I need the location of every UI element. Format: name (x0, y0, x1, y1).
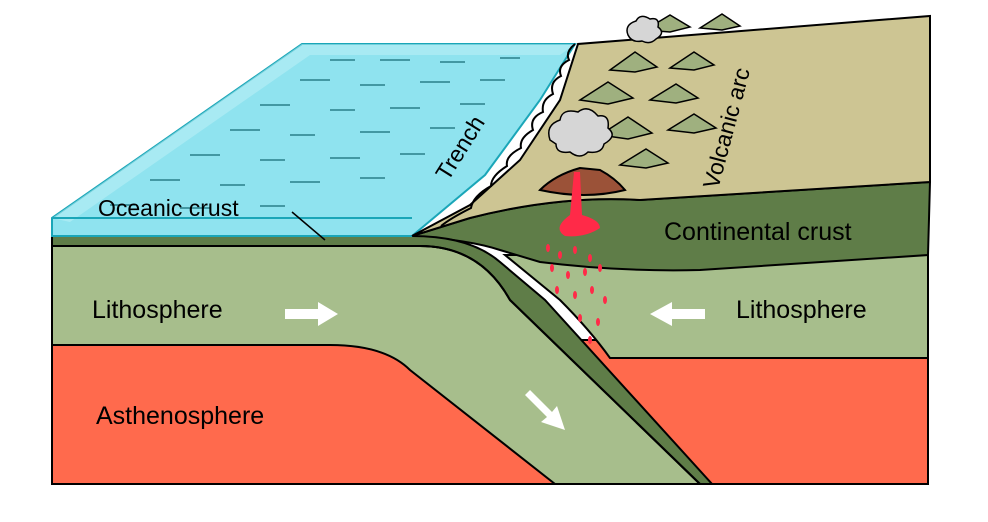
magma-conduit (559, 172, 600, 237)
mountain-ridges (577, 13, 742, 169)
magma-droplets (546, 244, 607, 344)
lithosphere-left-label: Lithosphere (92, 296, 223, 324)
ocean-waves (110, 57, 520, 209)
lithosphere-right-arrow (650, 302, 705, 326)
small-smoke-cloud (626, 15, 663, 44)
slab-boundary-line (419, 245, 701, 485)
continental-lithosphere (502, 254, 929, 359)
ocean-front-edge (52, 217, 412, 237)
lithosphere-right-label: Lithosphere (736, 296, 867, 324)
trench-edge (440, 43, 576, 227)
subduction-arrow (525, 390, 565, 430)
oceanic-crust-label: Oceanic crust (98, 195, 239, 221)
eruption-smoke-cloud (548, 108, 613, 157)
continental-land-surface (411, 14, 931, 237)
continental-crust-label: Continental crust (664, 218, 852, 246)
asthenosphere-label: Asthenosphere (96, 402, 264, 430)
lithosphere-left-arrow (285, 302, 338, 326)
oceanic-crust-pointer (291, 211, 326, 241)
